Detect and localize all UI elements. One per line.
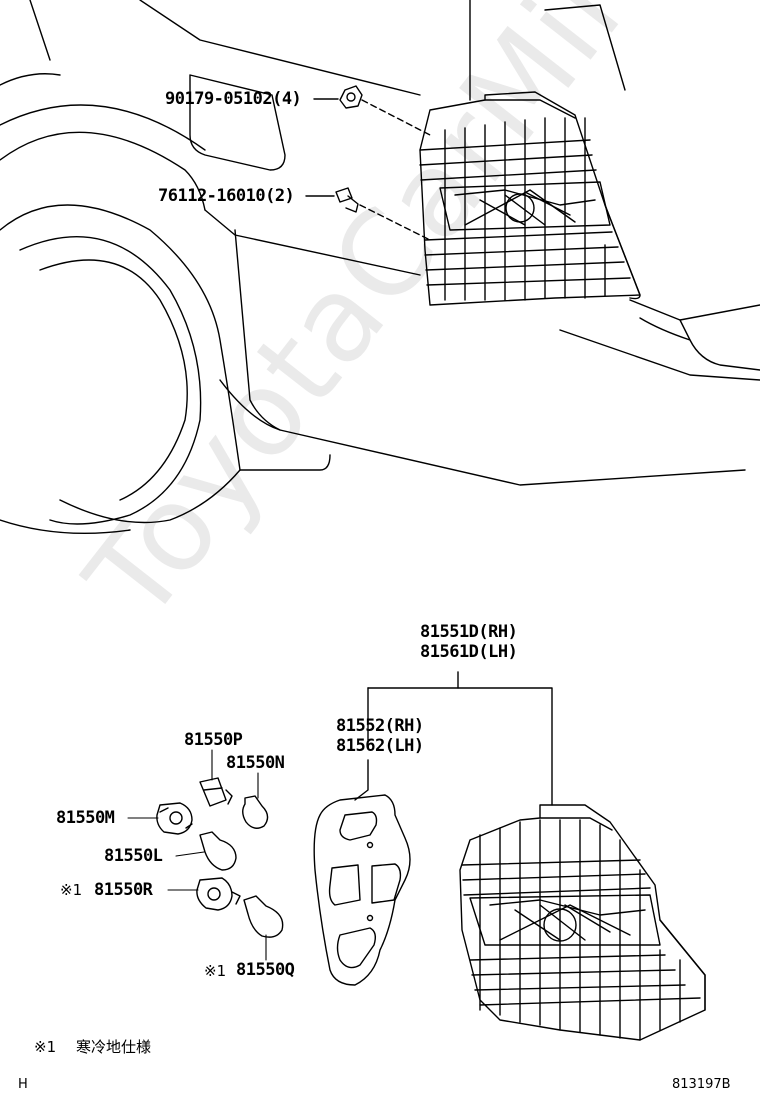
gasket-part xyxy=(313,794,411,986)
bulb-l-part xyxy=(199,831,237,871)
lamp-assy-rh-number: 81551D(RH) xyxy=(420,622,518,642)
vehicle-body xyxy=(0,0,760,535)
socket-p-part xyxy=(199,777,233,807)
gasket-rh-number: 81552(RH) xyxy=(336,716,424,736)
socket-m-part xyxy=(156,802,193,835)
lamp-assy-lh-number: 81561D(LH) xyxy=(420,642,518,662)
cold-area-mark: ※1 xyxy=(60,881,83,899)
tail-lamp-mounted xyxy=(419,91,641,306)
bulb-q-number: 81550Q xyxy=(236,960,295,980)
bolt-part xyxy=(339,85,363,109)
bulb-n-part xyxy=(242,795,269,829)
leader-lines-top xyxy=(359,99,431,241)
footnote-mark: ※1 xyxy=(34,1038,57,1056)
socket-p-number: 81550P xyxy=(184,730,243,750)
page-letter: H xyxy=(18,1077,28,1092)
bulb-l-number: 81550L xyxy=(104,846,163,866)
tail-lamp-exploded xyxy=(459,804,706,1041)
clip-part-number: 76112-16010(2) xyxy=(158,186,295,206)
clip-part xyxy=(335,187,359,213)
socket-r-number: 81550R xyxy=(94,880,153,900)
gasket-lh-number: 81562(LH) xyxy=(336,736,424,756)
footnote-text: 寒冷地仕様 xyxy=(76,1038,152,1056)
socket-r-part xyxy=(196,877,241,911)
cold-area-mark-2: ※1 xyxy=(204,962,227,980)
figure-id: 813197B xyxy=(672,1077,731,1092)
bulb-n-number: 81550N xyxy=(226,753,285,773)
bolt-part-number: 90179-05102(4) xyxy=(165,89,302,109)
bulb-q-part xyxy=(243,895,284,938)
lamp-assy-bracket xyxy=(354,671,553,806)
socket-m-number: 81550M xyxy=(56,808,115,828)
leader-lines-bottom xyxy=(127,749,267,961)
